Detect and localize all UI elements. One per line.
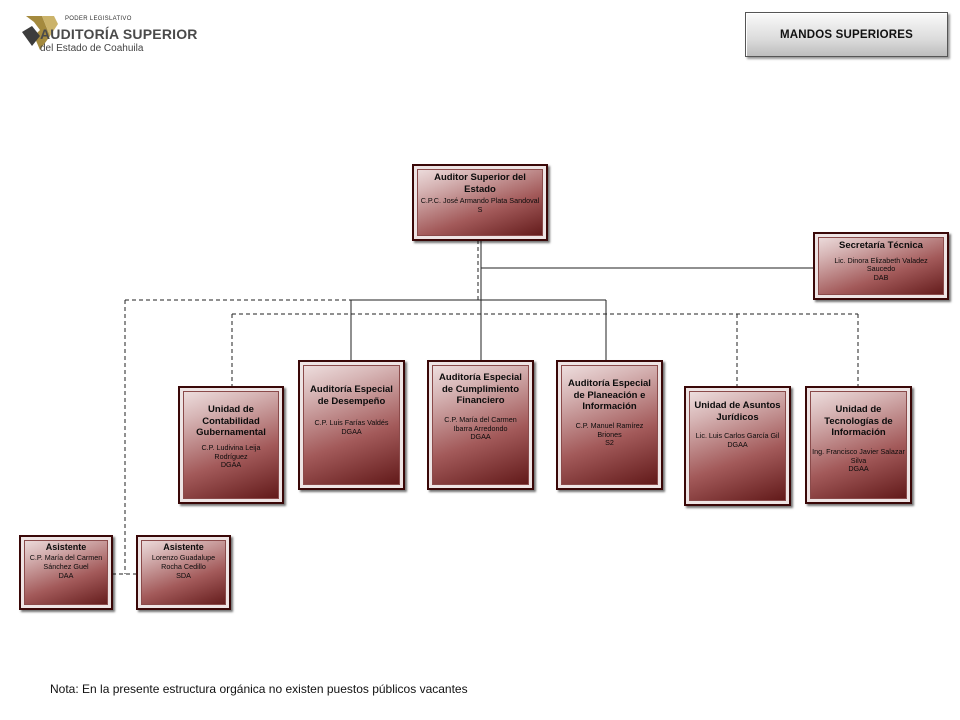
node-code: DGAA [341, 426, 362, 436]
node-code: S2 [605, 438, 614, 448]
node-secretaria-tecnica: Secretaría Técnica Lic. Dinora Elizabeth… [813, 232, 949, 300]
node-title: Auditoría Especial de Desempeño [310, 384, 393, 407]
node-asistente-2: Asistente Lorenzo Guadalupe Rocha Cedill… [136, 535, 231, 610]
node-title: Asistente [45, 542, 87, 552]
node-unidad-tecnologias: Unidad de Tecnologías de Información Ing… [805, 386, 912, 504]
node-holder: Lic. Dinora Elizabeth Valadez Saucedo [834, 255, 928, 274]
node-title: Unidad de Asuntos Jurídicos [694, 400, 781, 423]
footer-note-label: Nota: [50, 682, 79, 696]
node-holder: Ing. Francisco Javier Salazar Silva [812, 446, 905, 465]
node-auditor-superior: Auditor Superior del Estado C.P.C. José … [412, 164, 548, 241]
node-auditoria-desempeno: Auditoría Especial de Desempeño C.P. Lui… [298, 360, 405, 490]
logo-line-1: PODER LEGISLATIVO [65, 16, 132, 22]
node-code: S [477, 204, 483, 214]
logo-emblem-icon [22, 16, 58, 50]
node-unidad-contabilidad: Unidad de Contabilidad Gubernamental C.P… [178, 386, 284, 504]
node-title: Unidad de Contabilidad Gubernamental [196, 404, 266, 439]
node-asistente-1: Asistente C.P. María del Carmen Sánchez … [19, 535, 113, 610]
node-code: DAB [873, 273, 889, 283]
node-holder: C.P. Manuel Ramírez Briones [575, 420, 644, 439]
node-auditoria-planeacion: Auditoría Especial de Planeación e Infor… [556, 360, 663, 490]
node-title: Unidad de Tecnologías de Información [824, 404, 893, 439]
footer-note: Nota: En la presente estructura orgánica… [50, 682, 468, 696]
node-title: Auditor Superior del Estado [434, 172, 526, 195]
node-title: Auditoría Especial de Cumplimiento Finan… [439, 372, 522, 407]
node-title: Secretaría Técnica [839, 240, 923, 251]
logo: PODER LEGISLATIVO AUDITORÍA SUPERIOR del… [20, 10, 197, 68]
node-auditoria-cumplimiento: Auditoría Especial de Cumplimiento Finan… [427, 360, 534, 490]
node-holder: Lorenzo Guadalupe Rocha Cedillo [151, 552, 216, 571]
node-holder: C.P. Luis Farías Valdés [314, 418, 389, 428]
page-title: MANDOS SUPERIORES [745, 12, 948, 57]
logo-line-2: AUDITORÍA SUPERIOR [40, 26, 198, 42]
node-code: DGAA [848, 464, 869, 474]
node-code: DGAA [470, 432, 491, 442]
node-holder: C.P. María del Carmen Sánchez Guel [29, 552, 103, 571]
logo-line-3: del Estado de Coahuila [40, 43, 144, 54]
node-holder: Lic. Luis Carlos García Gil [695, 431, 780, 441]
node-code: DGAA [727, 439, 748, 449]
node-code: DGAA [220, 460, 242, 470]
node-unidad-juridicos: Unidad de Asuntos Jurídicos Lic. Luis Ca… [684, 386, 791, 506]
node-title: Auditoría Especial de Planeación e Infor… [568, 378, 651, 413]
node-holder: C.P. María del Carmen Ibarra Arredondo [444, 414, 517, 433]
footer-note-text: En la presente estructura orgánica no ex… [82, 682, 468, 696]
node-code: DAA [58, 570, 74, 580]
node-holder: C.P.C. José Armando Plata Sandoval [420, 196, 540, 206]
node-code: SDA [176, 570, 191, 580]
node-holder: C.P. Ludivina Leija Rodríguez [201, 442, 261, 461]
node-title: Asistente [163, 542, 204, 552]
